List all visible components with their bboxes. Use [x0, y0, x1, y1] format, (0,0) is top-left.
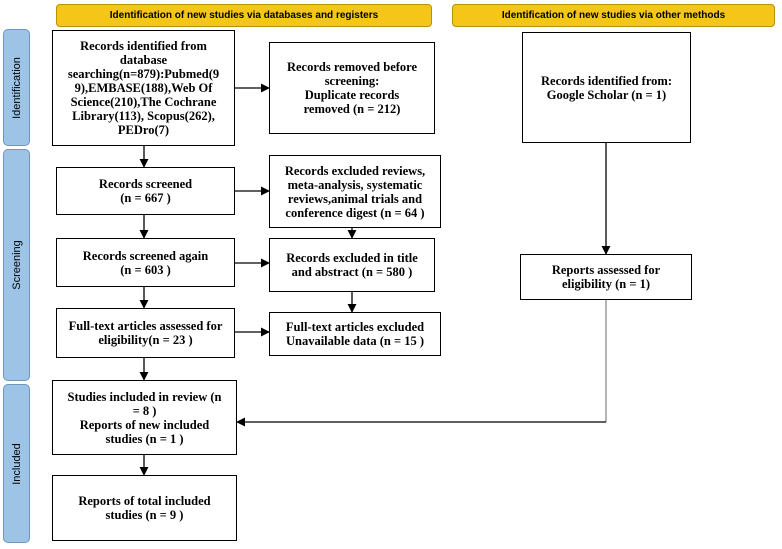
box-fulltext-excluded: Full-text articles excluded Unavailable … — [269, 312, 441, 356]
box-studies-included: Studies included in review (n = 8 ) Repo… — [52, 380, 237, 455]
phase-screening: Screening — [3, 149, 30, 381]
phase-included: Included — [3, 384, 30, 543]
header-databases-text: Identification of new studies via databa… — [109, 10, 379, 21]
phase-identification: Identification — [3, 29, 30, 146]
box-records-removed: Records removed before screening: Duplic… — [269, 42, 435, 134]
header-other-methods-text: Identification of new studies via other … — [501, 10, 726, 21]
box-records-identified: Records identified from database searchi… — [52, 30, 235, 146]
box-records-screened-again: Records screened again (n = 603 ) — [56, 238, 235, 287]
box-total-included: Reports of total included studies (n = 9… — [52, 475, 237, 541]
header-databases: Identification of new studies via databa… — [56, 4, 432, 27]
header-other-methods: Identification of new studies via other … — [452, 4, 775, 27]
box-other-assessed: Reports assessed for eligibility (n = 1) — [520, 254, 692, 300]
box-fulltext-assessed: Full-text articles assessed for eligibil… — [56, 308, 235, 358]
box-records-excluded-title: Records excluded in title and abstract (… — [269, 238, 435, 292]
box-other-identified: Records identified from: Google Scholar … — [522, 32, 691, 143]
box-records-excluded-reviews: Records excluded reviews, meta-analysis,… — [269, 155, 441, 228]
box-records-screened: Records screened (n = 667 ) — [56, 167, 235, 215]
